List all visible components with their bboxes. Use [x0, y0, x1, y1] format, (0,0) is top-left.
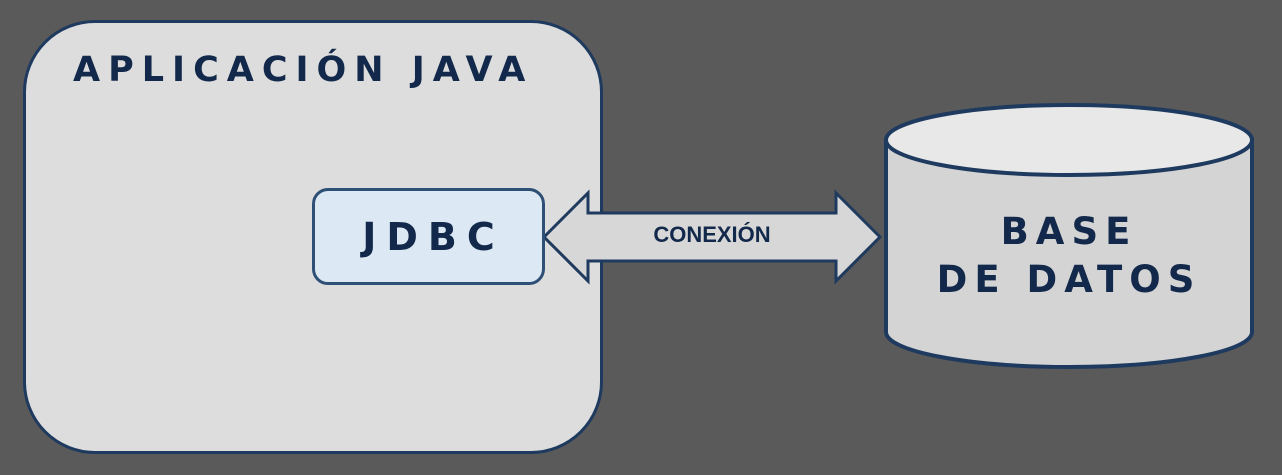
database-label-line2: DE DATOS: [936, 258, 1202, 301]
jdbc-box: JDBC: [312, 188, 545, 285]
database-label-line1: BASE: [1000, 210, 1138, 253]
database-label: BASE DE DATOS: [886, 208, 1252, 304]
database-cylinder-top: [884, 103, 1254, 177]
jdbc-label: JDBC: [362, 214, 505, 259]
connection-label: CONEXIÓN: [653, 222, 771, 247]
java-application-title: APLICACIÓN JAVA: [73, 50, 534, 90]
